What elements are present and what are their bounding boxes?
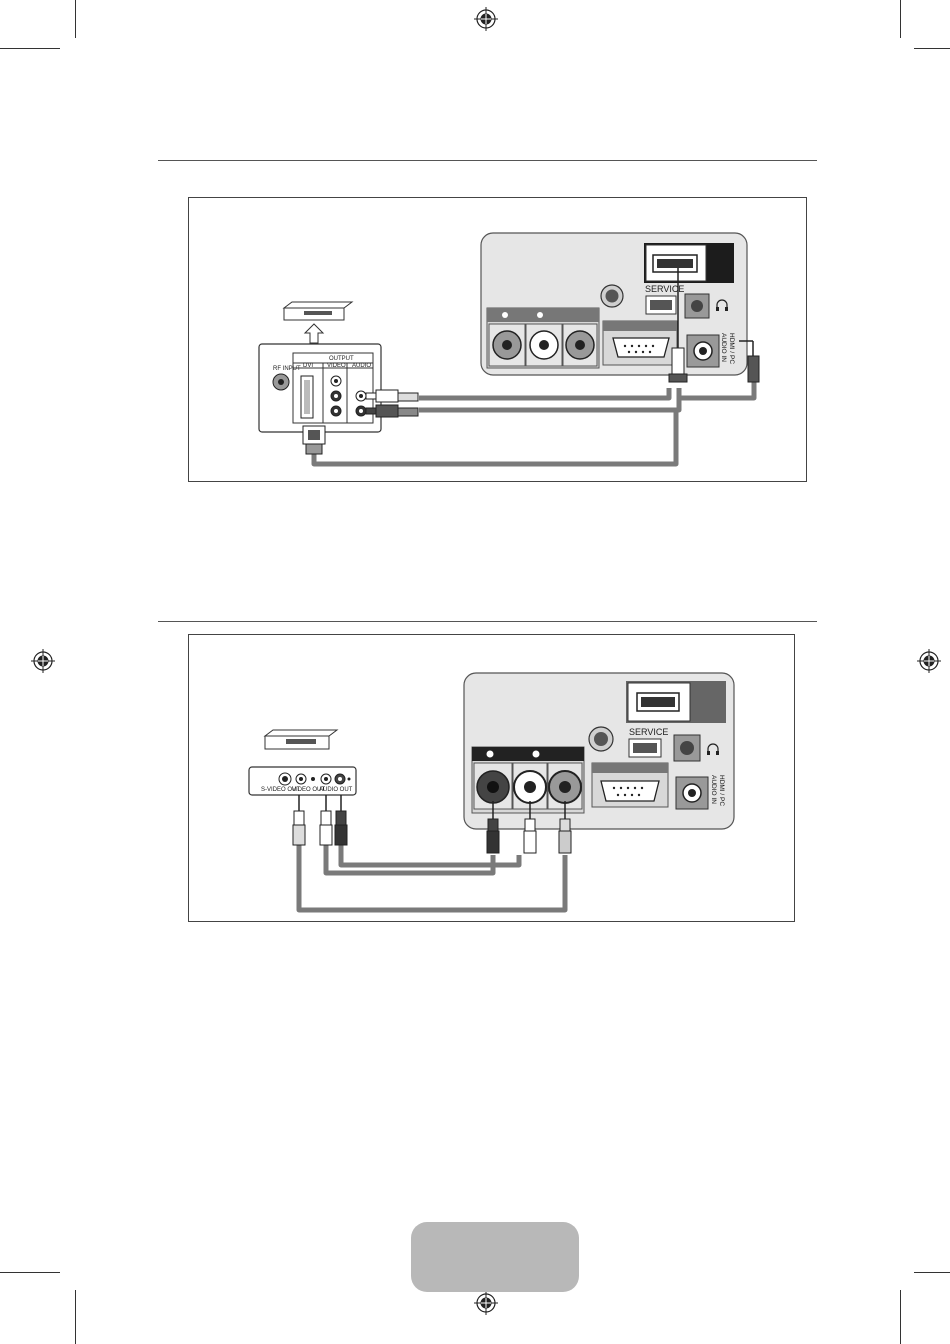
connection-diagram-dvi: SERVICE — [188, 197, 807, 482]
audio-label: AUDIO — [352, 363, 371, 369]
output-label: OUTPUT — [329, 356, 354, 362]
dvi-label: DVI — [303, 363, 313, 369]
connection-diagram-av: SERVICE — [188, 634, 795, 922]
crop-mark — [0, 1272, 60, 1273]
vga-port-icon — [601, 781, 659, 801]
section-divider — [158, 621, 817, 622]
crop-mark — [900, 1290, 901, 1344]
crop-mark — [900, 0, 901, 38]
audio-in-label-2: AUDIO IN — [710, 775, 717, 804]
crop-mark — [0, 48, 60, 49]
crop-mark — [75, 0, 76, 38]
power-icon — [601, 285, 623, 307]
audio-out-label: AUDIO OUT — [319, 787, 353, 793]
section-divider — [158, 160, 817, 161]
power-icon — [589, 727, 613, 751]
registration-mark-icon — [474, 1291, 498, 1315]
registration-mark-icon — [917, 649, 941, 673]
rf-input-label: RF INPUT — [273, 366, 301, 372]
service-label: SERVICE — [629, 727, 668, 737]
cables — [299, 845, 565, 910]
audio-in-label-1: HDMI / PC — [728, 333, 735, 364]
tv-rear-panel: SERVICE — [464, 673, 734, 829]
audio-in-label-2: AUDIO IN — [720, 333, 727, 362]
hdmi-port-icon — [653, 255, 697, 272]
source-device: RF INPUT OUTPUT DVI VIDEO AUDIO — [259, 302, 418, 454]
registration-mark-icon — [31, 649, 55, 673]
page-number-tab — [411, 1222, 579, 1292]
video-label: VIDEO — [327, 363, 346, 369]
audio-in-label-1: HDMI / PC — [718, 775, 725, 806]
hdmi-port-icon — [637, 693, 679, 711]
crop-mark — [75, 1290, 76, 1344]
crop-mark — [914, 1272, 950, 1273]
tv-rear-panel: SERVICE — [481, 233, 747, 375]
source-device: S-VIDEO OUT VIDEO OUT AUDIO OUT — [249, 730, 356, 845]
crop-mark — [914, 48, 950, 49]
registration-mark-icon — [474, 7, 498, 31]
vga-port-icon — [613, 338, 669, 357]
